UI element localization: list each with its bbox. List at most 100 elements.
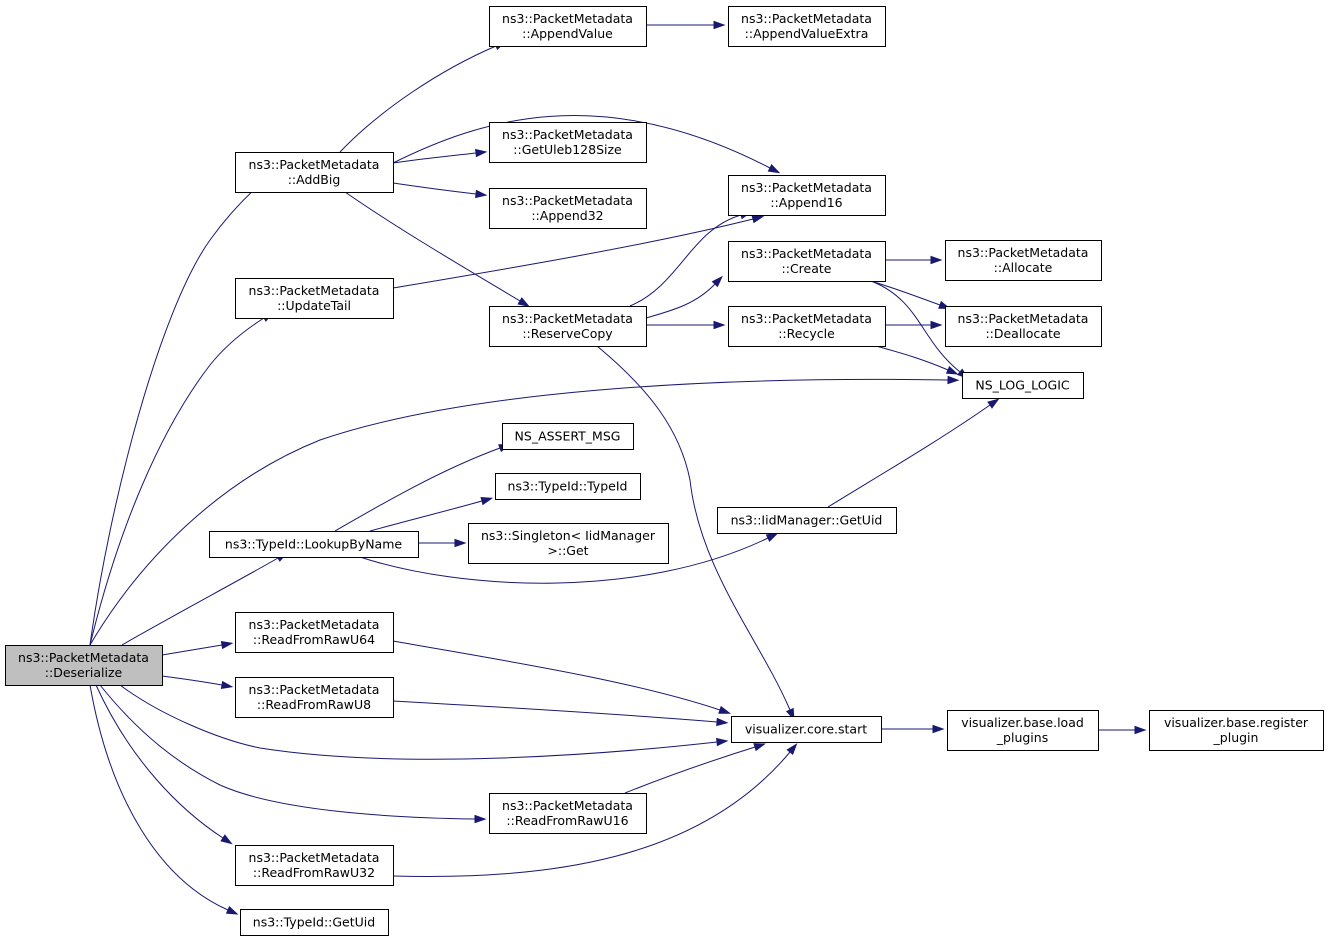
edge-arrowhead [474,814,487,824]
edge-deserialize-to-readu64 [161,640,234,656]
edge-line [89,317,265,646]
node-readu16[interactable]: ns3::PacketMetadata::ReadFromRawU16 [489,793,647,834]
node-registerplugin[interactable]: visualizer.base.register_plugin [1149,710,1324,751]
edge-arrowhead [930,320,943,330]
edge-arrowhead [767,164,781,174]
edge-line [392,700,718,723]
node-label: ns3::PacketMetadata [741,311,872,326]
edge-lookupbyname-to-iidgetuid [359,532,779,584]
node-box [731,716,882,743]
node-label: _plugins [996,730,1048,745]
node-label: ::Append16 [770,195,842,210]
edge-arrowhead [751,215,765,224]
node-corestart[interactable]: visualizer.core.start [731,716,882,743]
edge-arrowhead [716,717,729,727]
edge-line [827,404,991,508]
node-readu64[interactable]: ns3::PacketMetadata::ReadFromRawU64 [235,612,394,653]
node-iidgetuid[interactable]: ns3::IidManager::GetUid [717,507,897,534]
node-box [235,278,394,319]
edge-line [121,557,279,646]
node-label: ns3::PacketMetadata [249,617,380,632]
node-label: ::Append32 [531,208,603,223]
node-typeidtypeid[interactable]: ns3::TypeId::TypeId [495,473,641,500]
node-label: ::Recycle [778,326,835,341]
edge-arrowhead [932,724,945,734]
node-box [468,523,669,564]
node-deallocate[interactable]: ns3::PacketMetadata::Deallocate [945,306,1102,347]
node-recycle[interactable]: ns3::PacketMetadata::Recycle [728,306,886,347]
edge-line [369,500,483,532]
node-label: ns3::TypeId::TypeId [508,479,628,494]
node-nsloglogic[interactable]: NS_LOG_LOGIC [962,372,1084,399]
edge-line [334,447,501,532]
node-box [962,372,1084,399]
edge-create-to-allocate [885,255,943,265]
node-lookupbyname[interactable]: ns3::TypeId::LookupByName [209,531,419,558]
edge-arrowhead [765,532,779,542]
node-box [240,909,389,936]
edge-arrowhead [716,737,729,747]
node-addbig[interactable]: ns3::PacketMetadata::AddBig [235,152,394,193]
node-loadplugins[interactable]: visualizer.base.load_plugins [947,710,1099,751]
edge-arrowhead [475,189,488,199]
node-label: ns3::PacketMetadata [502,11,633,26]
node-label: ns3::TypeId::LookupByName [225,537,402,552]
node-box [489,122,647,163]
node-label: ::ReadFromRawU32 [253,865,375,880]
edge-appendvalue-to-appendvalueextra [646,20,726,30]
node-box [235,152,394,193]
edge-arrowhead [786,743,798,756]
edge-line [875,345,949,371]
node-box [728,241,886,282]
node-getuleb[interactable]: ns3::PacketMetadata::GetUleb128Size [489,122,647,163]
edge-line [359,537,769,584]
node-readu8[interactable]: ns3::PacketMetadata::ReadFromRawU8 [235,677,394,718]
edge-arrowhead [711,275,723,288]
node-box [1149,710,1324,751]
node-label: NS_ASSERT_MSG [515,429,621,444]
node-box [945,306,1102,347]
edge-arrowhead [475,148,488,158]
edge-line [95,684,224,839]
edge-line [392,115,771,169]
edge-readu16-to-corestart [624,743,766,794]
node-label: ::ReadFromRawU8 [257,697,371,712]
edge-loadplugins-to-registerplugin [1098,725,1147,735]
node-updatetail[interactable]: ns3::PacketMetadata::UpdateTail [235,278,394,319]
node-assertmsg[interactable]: NS_ASSERT_MSG [502,423,634,450]
edge-line [392,152,477,164]
edge-lookupbyname-to-assertmsg [334,444,511,532]
node-label: ::GetUleb128Size [513,142,622,157]
edge-updatetail-to-append16 [392,215,765,289]
node-label: ns3::PacketMetadata [741,180,872,195]
node-appendvalueextra[interactable]: ns3::PacketMetadata::AppendValueExtra [728,6,886,47]
node-label: ns3::PacketMetadata [249,682,380,697]
node-box [209,531,419,558]
node-label: ::ReadFromRawU16 [506,813,628,828]
node-typeidgetuid[interactable]: ns3::TypeId::GetUid [240,909,389,936]
node-append16[interactable]: ns3::PacketMetadata::Append16 [728,175,886,216]
node-appendvalue[interactable]: ns3::PacketMetadata::AppendValue [489,6,647,47]
node-label: visualizer.base.register [1164,715,1309,730]
edge-arrowhead [713,320,726,330]
edge-addbig-to-appendvalue [339,41,507,153]
node-label: _plugin [1213,730,1259,745]
node-box [728,6,886,47]
node-readu32[interactable]: ns3::PacketMetadata::ReadFromRawU32 [235,845,394,886]
node-deserialize[interactable]: ns3::PacketMetadata::Deserialize [5,645,163,686]
node-append32[interactable]: ns3::PacketMetadata::Append32 [489,188,647,229]
edge-arrowhead [480,497,494,506]
node-label: ::AddBig [288,172,341,187]
edge-deserialize-to-readu16 [99,684,487,824]
node-box [728,175,886,216]
node-label: ::Deserialize [45,665,123,680]
edge-line [161,644,223,656]
node-reservecopy[interactable]: ns3::PacketMetadata::ReserveCopy [489,306,647,347]
node-create[interactable]: ns3::PacketMetadata::Create [728,241,886,282]
node-allocate[interactable]: ns3::PacketMetadata::Allocate [945,240,1102,281]
edge-reservecopy-to-create [645,275,723,319]
node-label: ::ReserveCopy [522,326,613,341]
node-singleton[interactable]: ns3::Singleton< IidManager>::Get [468,523,669,564]
node-box [489,306,647,347]
